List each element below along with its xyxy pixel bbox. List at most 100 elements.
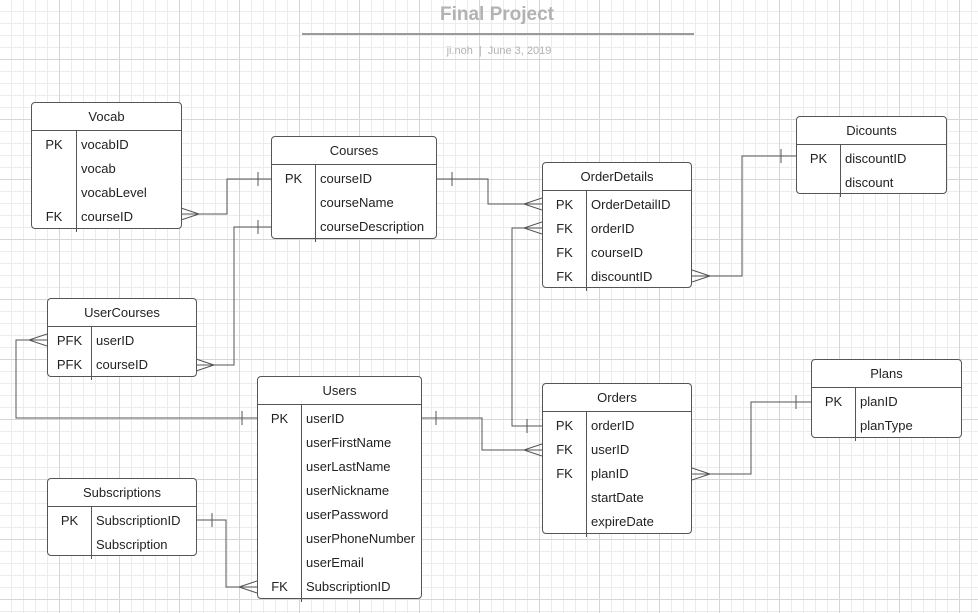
attribute-row[interactable]: planType (812, 414, 961, 438)
attribute-key: FK (556, 442, 573, 457)
attribute-key: PK (270, 411, 289, 426)
attribute-key: FK (45, 209, 63, 224)
attribute-row[interactable]: userFirstName (258, 431, 421, 455)
attribute-name: userID (306, 411, 345, 426)
attribute-row[interactable]: userEmail (258, 551, 421, 575)
attribute-name: courseID (320, 171, 373, 186)
key-column-divider (76, 131, 77, 232)
attribute-name: userID (591, 442, 630, 457)
entity-users-name: Users (258, 377, 421, 405)
attribute-name: userLastName (306, 459, 391, 474)
attribute-name: SubscriptionID (306, 579, 391, 594)
attribute-name: courseID (591, 245, 644, 260)
key-column-divider (586, 412, 587, 537)
diagram-subtitle: ji.noh | June 3, 2019 (0, 45, 978, 57)
attribute-name: planType (860, 418, 913, 433)
attribute-name: planID (860, 394, 898, 409)
attribute-row[interactable]: FK courseID (543, 241, 691, 265)
attribute-name: expireDate (591, 514, 654, 529)
attribute-row[interactable]: FK orderID (543, 217, 691, 241)
entity-vocab-name: Vocab (32, 103, 181, 131)
connector-users-usercourses[interactable] (15, 333, 257, 425)
attribute-key: PK (555, 418, 574, 433)
entity-users[interactable]: Users PK userID userFirstName userLastNam… (257, 376, 422, 602)
key-column-divider (301, 405, 302, 602)
attribute-name: courseDescription (320, 219, 425, 234)
attribute-key: FK (556, 245, 573, 260)
subtitle-separator: | (478, 45, 482, 57)
entity-subscriptions-name: Subscriptions (48, 479, 196, 507)
attribute-name: courseID (81, 209, 134, 224)
attribute-name: vocabID (81, 137, 129, 152)
entity-orders-name: Orders (543, 384, 691, 412)
connector-orders-orderdetails[interactable] (511, 221, 543, 433)
attribute-name: orderID (591, 221, 635, 236)
attribute-row[interactable]: FK userID (543, 438, 691, 462)
attribute-key: FK (556, 269, 573, 284)
attribute-row[interactable]: userNickname (258, 479, 421, 503)
connector-courses-orderdetails[interactable] (437, 172, 543, 211)
connector-courses-usercourses[interactable] (195, 220, 271, 372)
attribute-key: PK (284, 171, 303, 186)
attribute-row[interactable]: Subscription (48, 533, 196, 557)
attribute-row[interactable]: userLastName (258, 455, 421, 479)
attribute-row[interactable]: discount (797, 171, 946, 195)
connector-dicounts-orderdetails[interactable] (691, 149, 796, 283)
key-column-divider (91, 507, 92, 559)
attribute-row[interactable]: PK courseID (272, 167, 436, 191)
attribute-name: orderID (591, 418, 635, 433)
connector-courses-vocab[interactable] (180, 172, 271, 221)
key-column-divider (91, 327, 92, 380)
entity-plans-name: Plans (812, 360, 961, 388)
attribute-row[interactable]: courseDescription (272, 215, 436, 239)
attribute-row[interactable]: courseName (272, 191, 436, 215)
attribute-key: PFK (56, 333, 83, 348)
attribute-row[interactable]: FK courseID (32, 205, 181, 229)
title-underline (302, 33, 694, 35)
attribute-row[interactable]: userPassword (258, 503, 421, 527)
attribute-name: discount (845, 175, 894, 190)
attribute-row[interactable]: PK orderID (543, 414, 691, 438)
entity-dicounts-name: Dicounts (797, 117, 946, 145)
connector-users-orders[interactable] (421, 411, 543, 457)
attribute-name: discountID (845, 151, 907, 166)
attribute-key: FK (556, 221, 573, 236)
attribute-name: userFirstName (306, 435, 392, 450)
attribute-name: startDate (591, 490, 644, 505)
attribute-row[interactable]: expireDate (543, 510, 691, 534)
attribute-row[interactable]: PK userID (258, 407, 421, 431)
attribute-row[interactable]: userPhoneNumber (258, 527, 421, 551)
connector-subscriptions-users[interactable] (197, 513, 258, 594)
connector-plans-orders[interactable] (691, 395, 811, 481)
attribute-name: Subscription (96, 537, 168, 552)
attribute-row[interactable]: vocab (32, 157, 181, 181)
entity-orderdetails-name: OrderDetails (543, 163, 691, 191)
attribute-key: PK (555, 197, 574, 212)
attribute-row[interactable]: vocabLevel (32, 181, 181, 205)
key-column-divider (840, 145, 841, 197)
attribute-name: userID (96, 333, 135, 348)
date-label: June 3, 2019 (487, 45, 552, 57)
diagram-title: Final Project (439, 4, 555, 25)
author-label: ji.noh (446, 45, 473, 57)
attribute-row[interactable]: PFK userID (48, 329, 196, 353)
attribute-row[interactable]: startDate (543, 486, 691, 510)
